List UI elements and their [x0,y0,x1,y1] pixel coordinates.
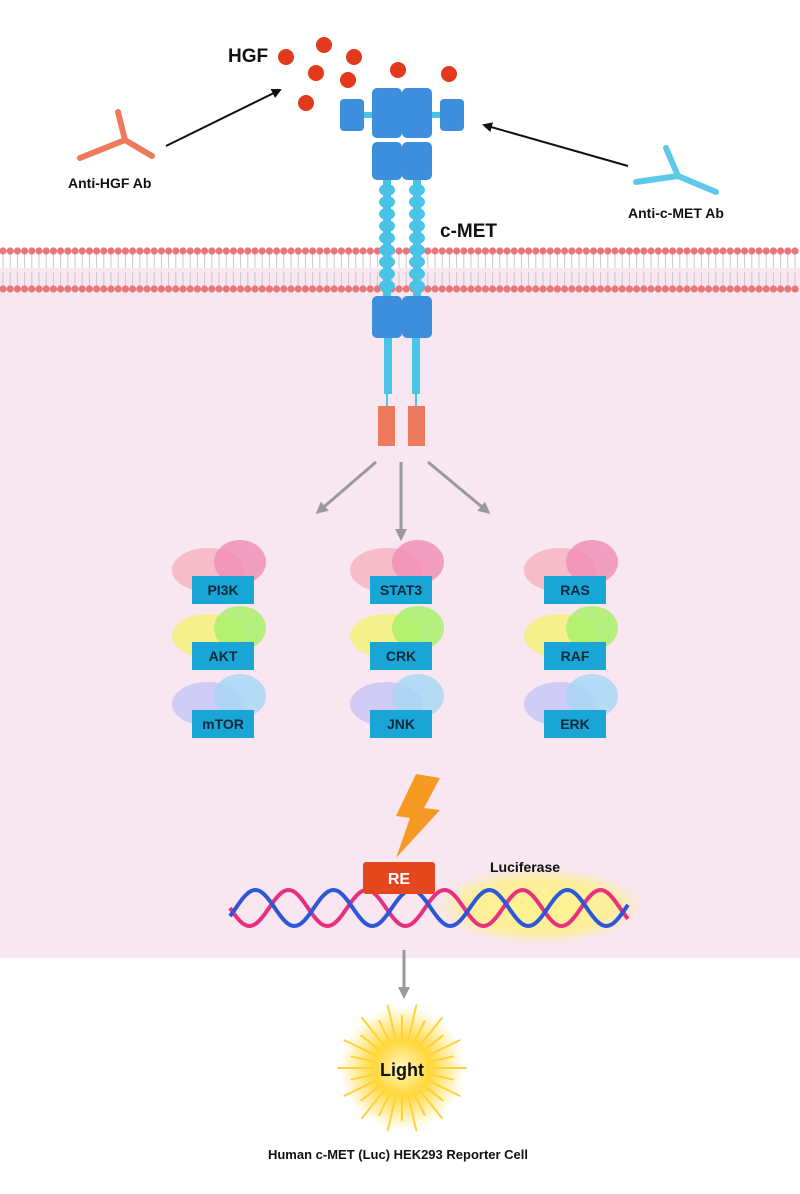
protein-box-erk [544,710,606,738]
lightning-bolt-icon [396,774,440,858]
protein-label-raf: RAF [561,648,590,664]
luciferase-label: Luciferase [490,859,560,875]
cell-membrane [0,247,799,293]
hgf-ligands [278,37,457,111]
hgf-dot [346,49,362,65]
diagram-caption: Human c-MET (Luc) HEK293 Reporter Cell [268,1147,528,1162]
protein-box-crk [370,642,432,670]
light-label: Light [380,1060,424,1080]
anti-hgf-antibody-icon [77,109,155,161]
protein-box-ras [544,576,606,604]
cmet-label: c-MET [440,221,497,242]
re-label: RE [388,871,411,888]
hgf-dot [316,37,332,53]
anti-hgf-arrow [165,89,282,147]
protein-label-stat3: STAT3 [380,582,422,598]
hgf-dot [278,49,294,65]
anti-cmet-arrow [482,122,629,167]
protein-box-raf [544,642,606,670]
anti-cmet-label: Anti-c-MET Ab [628,205,724,221]
protein-label-ras: RAS [560,582,590,598]
protein-box-jnk [370,710,432,738]
hgf-dot [298,95,314,111]
protein-label-akt: AKT [209,648,238,664]
anti-cmet-antibody-icon [633,145,719,195]
kinase-domain [408,406,425,446]
protein-box-stat3 [370,576,432,604]
protein-box-akt [192,642,254,670]
anti-hgf-label: Anti-HGF Ab [68,175,151,191]
protein-box-pi3k [192,576,254,604]
protein-label-crk: CRK [386,648,416,664]
light-burst-icon [337,1004,467,1132]
pathway-arrow-right [427,460,491,514]
protein-label-erk: ERK [560,716,590,732]
protein-label-mtor: mTOR [202,716,244,732]
dna-helix [228,887,630,929]
protein-label-jnk: JNK [387,716,415,732]
cmet-receptor [340,88,464,446]
kinase-domain [378,406,395,446]
hgf-dot [390,62,406,78]
protein-box-mtor [192,710,254,738]
hgf-dot [441,66,457,82]
re-box [363,862,435,894]
pathway-arrow-left [315,460,377,514]
protein-label-pi3k: PI3K [207,582,238,598]
hgf-label: HGF [228,46,268,67]
hgf-dot [340,72,356,88]
hgf-dot [308,65,324,81]
